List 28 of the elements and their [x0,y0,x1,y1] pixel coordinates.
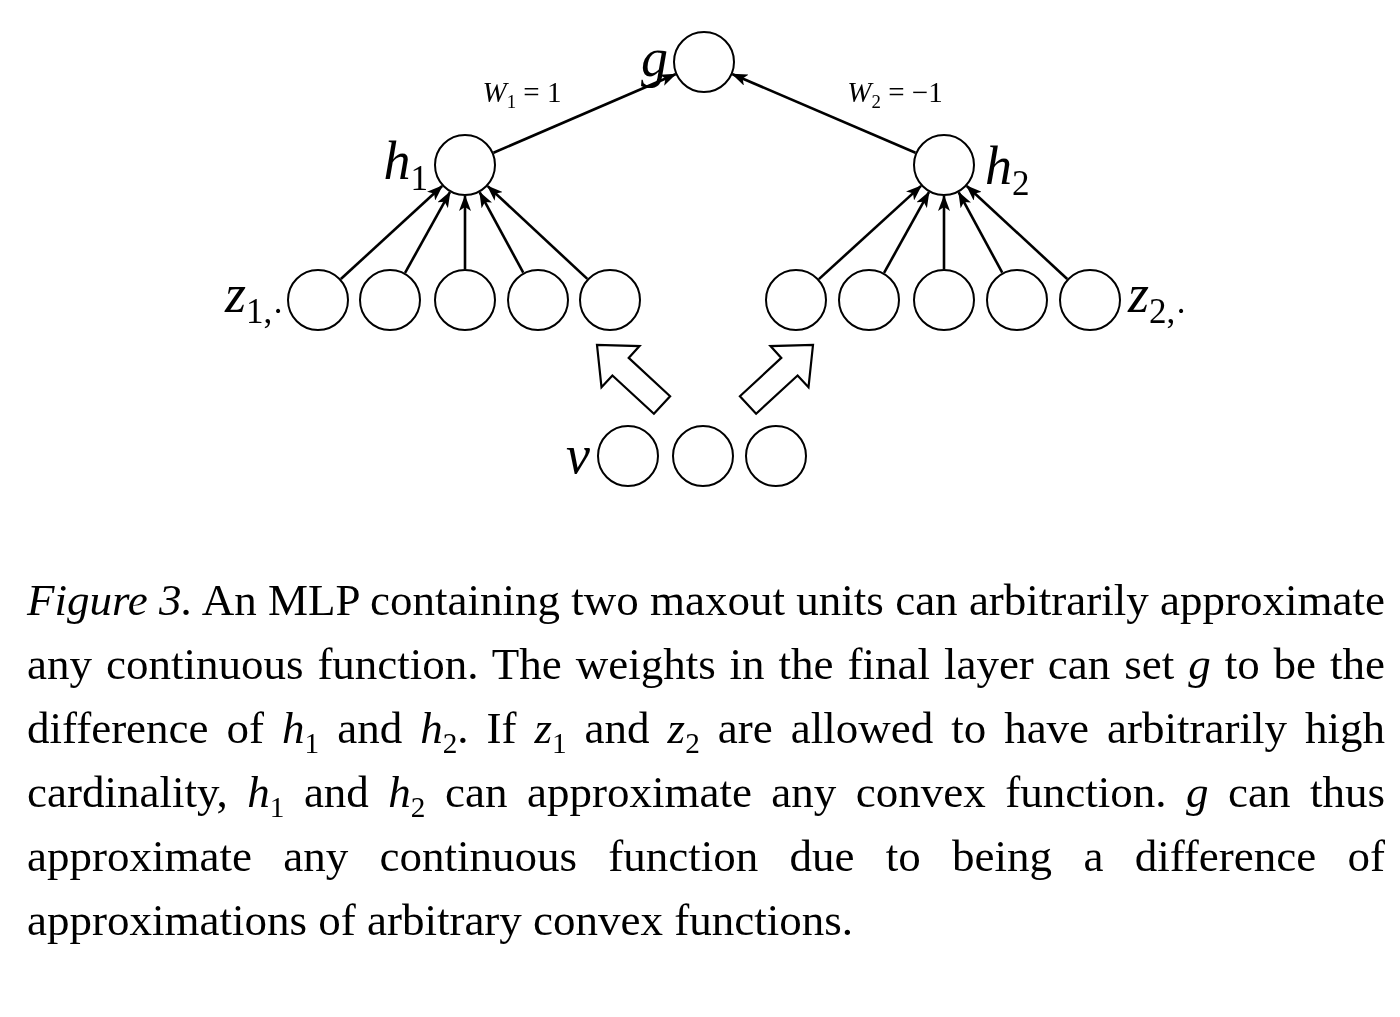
arrow [957,191,1004,274]
arrow [938,195,950,269]
block-arrow [738,343,815,416]
arrow [731,73,917,154]
arrow [486,185,589,280]
neuron-circle [913,134,975,196]
neuron-circle [579,269,641,331]
neuron-circle [434,134,496,196]
neuron-circle [1059,269,1121,331]
variable-label: v [566,428,590,482]
arrow [478,191,525,274]
neuron-circle [287,269,349,331]
variable-label: h$_{1}$ [383,133,428,197]
arrow [459,195,471,269]
variable-label: z$_{2,·}$ [1128,266,1187,330]
variable-label: h$_{2}$ [985,138,1030,202]
arrow [339,185,444,280]
neuron-circle [673,31,735,93]
block-arrow [595,343,672,416]
arrow [492,73,677,154]
neuron-circle [765,269,827,331]
variable-label: z$_{1,·}$ [225,266,284,330]
arrow [965,185,1069,280]
arrow [818,184,922,281]
arrow [882,191,931,274]
arrow [403,191,452,274]
neuron-circle [507,269,569,331]
caption: Figure 3. An MLP containing two maxout units can arbitrarily approximate any continuous function. The weights in the final layer can set g to be the difference of h$_{1}$ and h$_{2}$. If z$_{1}$ and z$_{2}$ are allowed to have arbitrarily high cardinality, h$_{1}$ and h$_{2}$ can approximate any convex function. g can thus approximate any continuous function due to being a difference of approximations of arbitrary convex functions. [27,574,1385,947]
